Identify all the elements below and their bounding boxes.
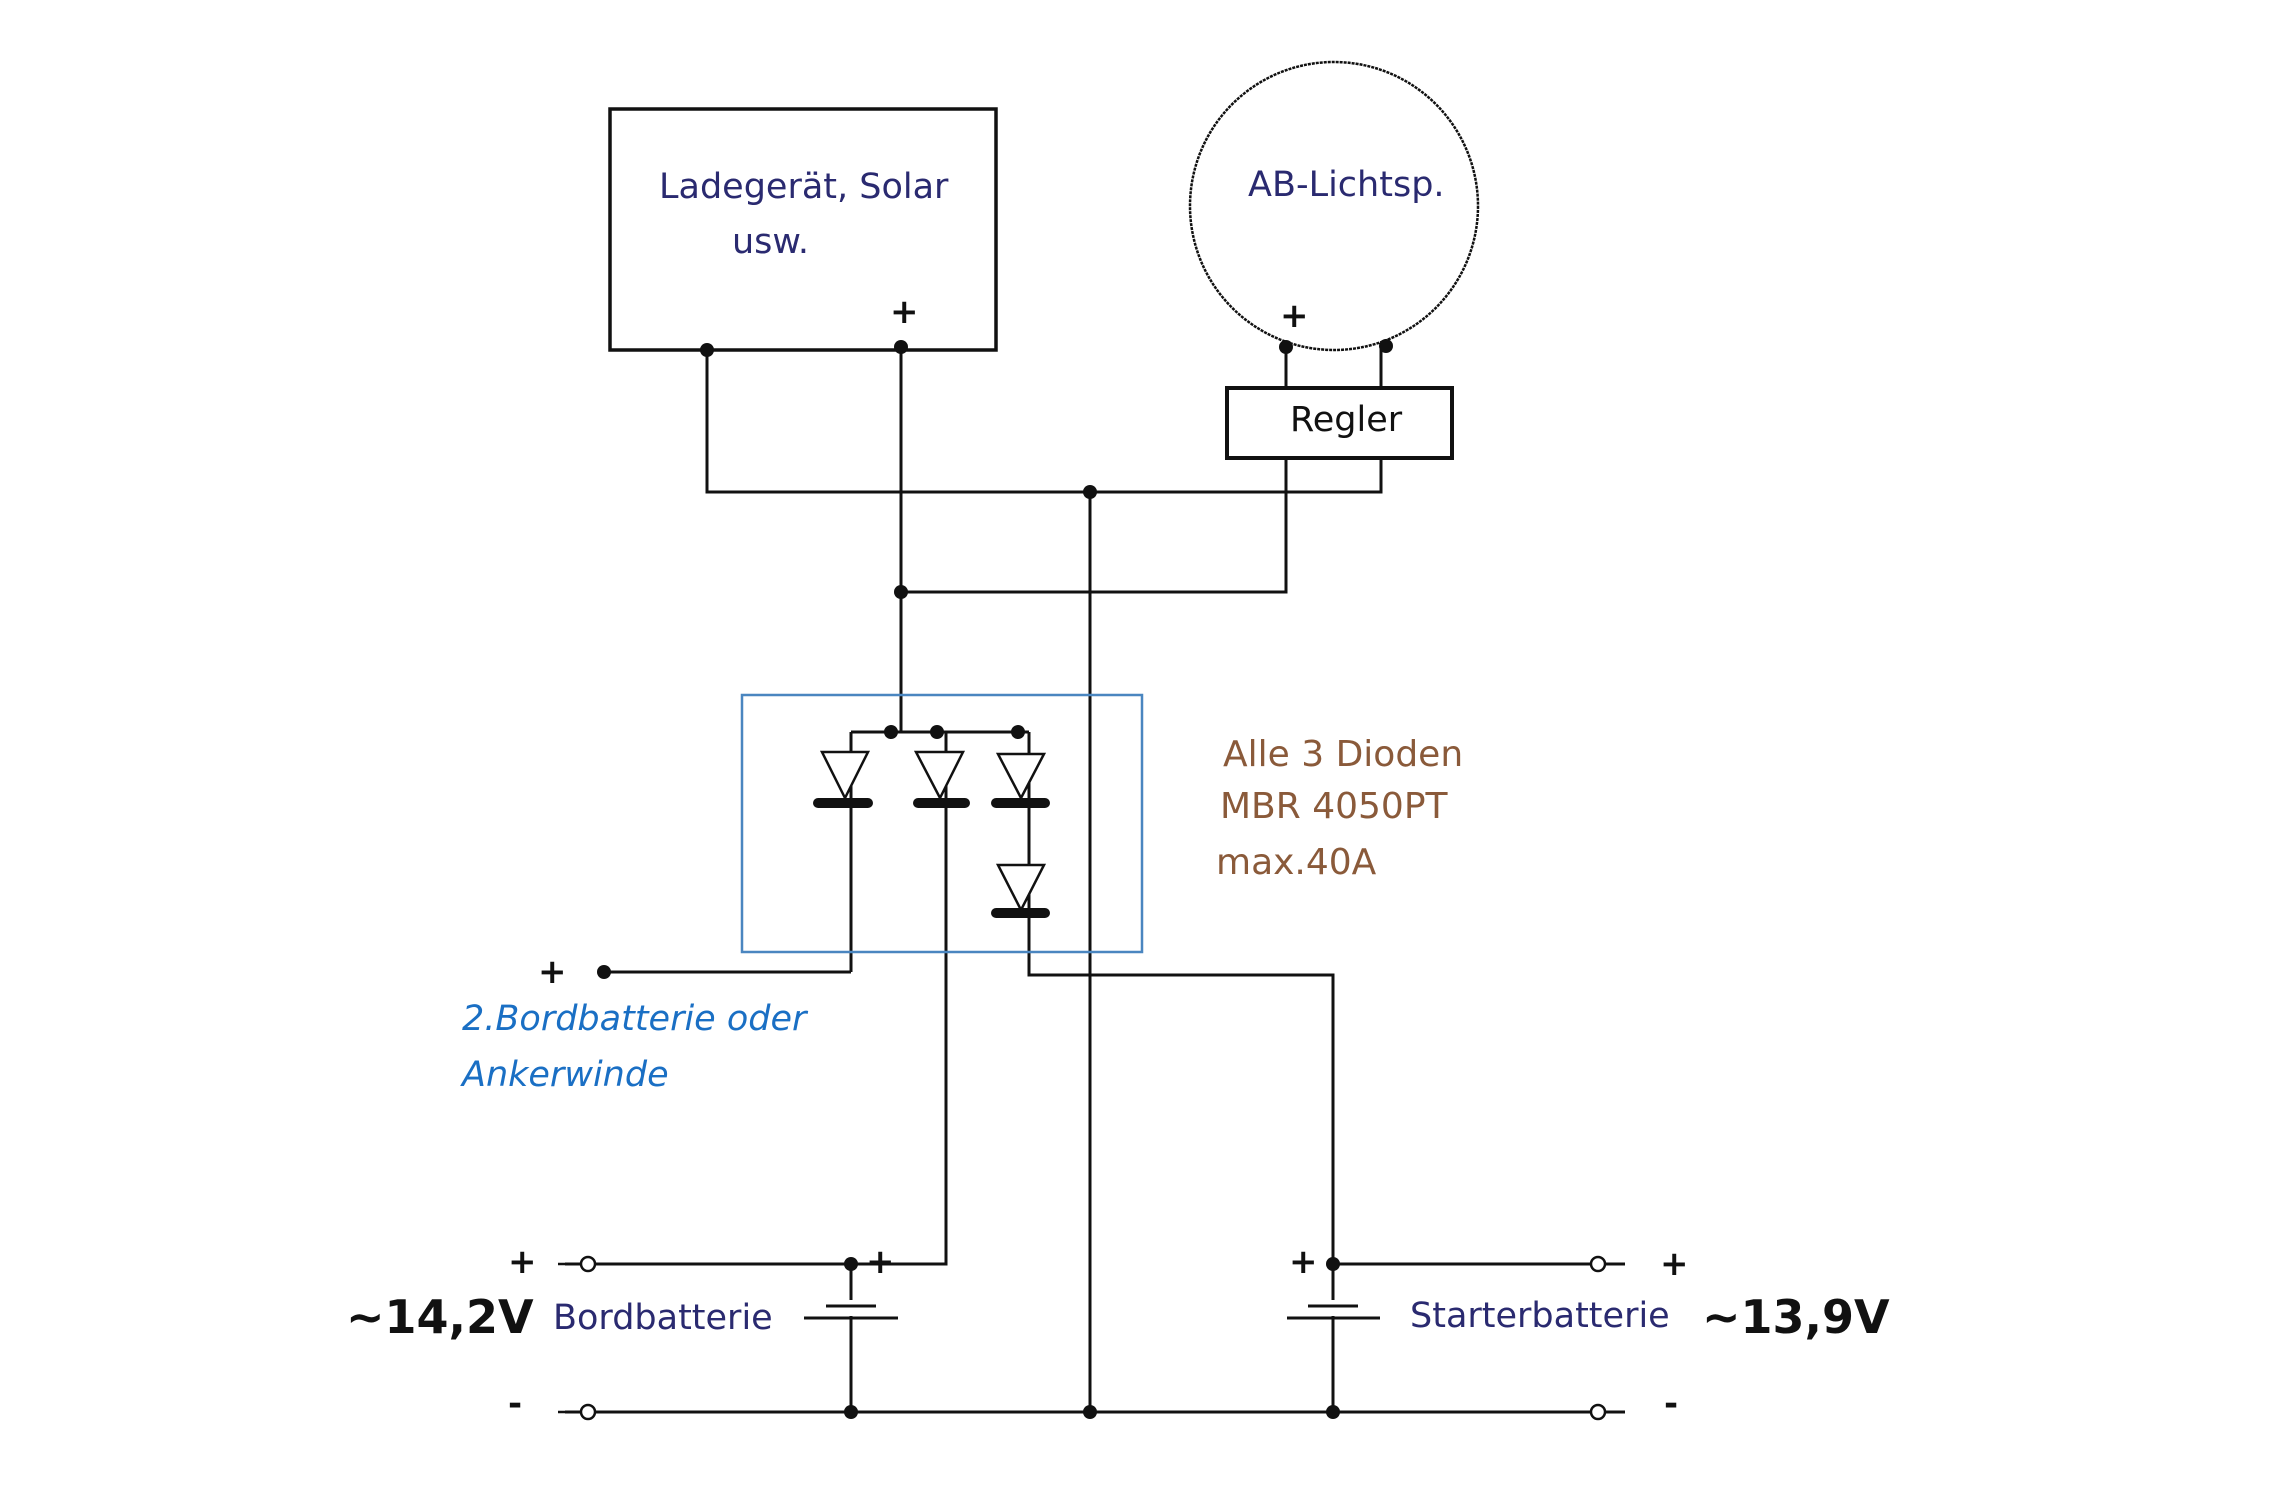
house-minus-sign: - <box>508 1384 523 1424</box>
junction-dot <box>1083 485 1097 499</box>
junction-dot <box>1083 1405 1097 1419</box>
charger-label-line1: Ladegerät, Solar <box>659 167 949 207</box>
alternator-circle <box>1188 60 1480 352</box>
charger-label-line2: usw. <box>732 222 809 262</box>
charger-plus-sign: + <box>890 292 919 332</box>
starter-battery-voltage: ~13,9V <box>1702 1290 1890 1344</box>
junction-dot <box>1326 1257 1340 1271</box>
starter-plus-terminal[interactable] <box>1589 1255 1607 1273</box>
diode-block-frame <box>740 693 1144 954</box>
junction-dot <box>1379 339 1393 353</box>
aux-label-line2: Ankerwinde <box>462 1055 669 1095</box>
house-battery-voltage: ~14,2V <box>346 1290 534 1344</box>
junction-dot <box>894 585 908 599</box>
junction-dot <box>597 965 611 979</box>
diode-1 <box>813 750 873 808</box>
alternator-plus-sign: + <box>1280 296 1309 336</box>
starter-battery-plus-mark: + <box>1289 1242 1318 1282</box>
junction-dot <box>844 1257 858 1271</box>
diode-3 <box>991 752 1050 808</box>
aux-label-line1: 2.Bordbatterie oder <box>462 999 807 1039</box>
house-plus-terminal[interactable] <box>579 1255 597 1273</box>
regulator-box <box>1225 386 1454 460</box>
junction-dots <box>597 339 1393 1419</box>
starter-minus-terminal[interactable] <box>1589 1403 1607 1421</box>
junction-dot <box>844 1405 858 1419</box>
junction-dot <box>1011 725 1025 739</box>
diodes <box>813 750 1050 918</box>
house-battery-symbol <box>804 1300 898 1320</box>
house-battery-label: Bordbatterie <box>553 1298 773 1338</box>
wires <box>565 343 1625 1414</box>
junction-dot <box>1279 340 1293 354</box>
house-minus-terminal[interactable] <box>579 1403 597 1421</box>
starter-battery-symbol <box>1287 1300 1380 1320</box>
diode-note-line3: max.40A <box>1216 842 1377 883</box>
starter-plus-sign: + <box>1660 1244 1689 1284</box>
alternator-label: AB-Lichtsp. <box>1248 165 1445 205</box>
diode-note-line1: Alle 3 Dioden <box>1223 734 1464 775</box>
house-plus-sign: + <box>508 1242 537 1282</box>
junction-dot <box>1326 1405 1340 1419</box>
junction-dot <box>700 343 714 357</box>
terminals <box>558 1255 1607 1421</box>
aux-plus-sign: + <box>538 952 567 992</box>
diode-note-line2: MBR 4050PT <box>1220 786 1448 827</box>
junction-dot <box>894 340 908 354</box>
diode-4 <box>991 863 1050 918</box>
charger-box <box>608 107 998 352</box>
house-battery-plus-mark: + <box>866 1242 895 1282</box>
junction-dot <box>884 725 898 739</box>
starter-battery-label: Starterbatterie <box>1410 1296 1670 1336</box>
junction-dot <box>930 725 944 739</box>
diode-2 <box>913 750 970 808</box>
regulator-label: Regler <box>1290 400 1403 440</box>
starter-minus-sign: - <box>1664 1384 1679 1424</box>
